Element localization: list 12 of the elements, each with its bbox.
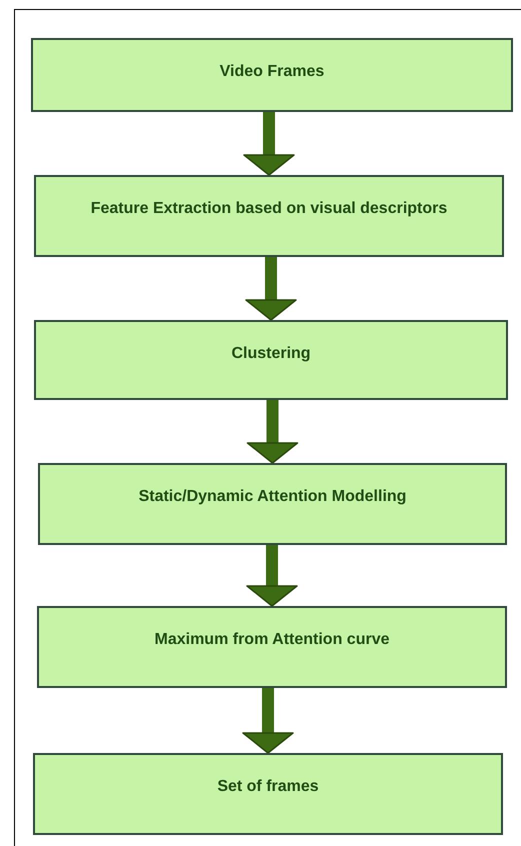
step-label: Video Frames: [218, 62, 326, 82]
step-label: Feature Extraction based on visual descriptors: [90, 199, 448, 219]
process-box: [38, 463, 507, 545]
step-label: Maximum from Attention curve: [154, 630, 390, 650]
step-label: Set of frames: [216, 777, 320, 797]
process-box: [34, 320, 508, 400]
step-label: Clustering: [230, 344, 312, 364]
process-box: [37, 606, 507, 688]
step-label: Static/Dynamic Attention Modelling: [138, 487, 408, 507]
process-box: [31, 38, 513, 112]
process-box: [34, 175, 504, 257]
process-box: [33, 753, 503, 835]
